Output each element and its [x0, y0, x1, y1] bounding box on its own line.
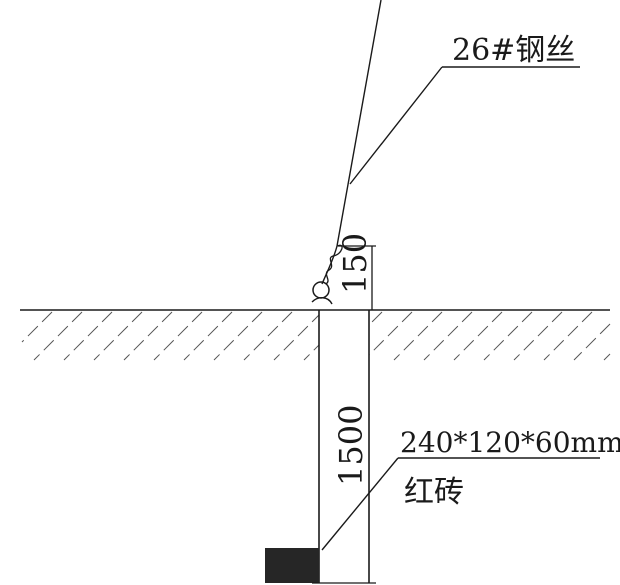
- hatch-stroke: [543, 311, 593, 361]
- hatch-stroke: [393, 311, 443, 361]
- red-brick: [265, 548, 319, 583]
- brick-name-label: 红砖: [404, 475, 464, 510]
- ring-base: [311, 297, 333, 305]
- dim-150-label: 150: [336, 233, 374, 294]
- hatch-stroke: [123, 311, 173, 361]
- shaft-clear-area: [319, 311, 369, 583]
- hatch-stroke: [243, 311, 293, 361]
- dim-1500-label: 1500: [332, 405, 370, 486]
- hatch-stroke: [63, 311, 113, 361]
- soil-hatching: [21, 311, 611, 361]
- hatch-stroke: [183, 311, 233, 361]
- anchor-ring: [312, 281, 330, 299]
- hatch-stroke: [483, 311, 533, 361]
- hatch-stroke: [573, 323, 611, 361]
- hatch-stroke: [363, 311, 413, 361]
- hatch-stroke: [213, 311, 263, 361]
- hatch-stroke: [21, 311, 53, 343]
- hatch-stroke: [273, 311, 323, 361]
- hatch-stroke: [513, 311, 563, 361]
- wire-leader-line: [349, 66, 443, 185]
- wire-label: 26#钢丝: [452, 33, 575, 68]
- wire-twist: [325, 244, 343, 285]
- brick-leader-line: [321, 457, 399, 551]
- hatch-stroke: [603, 353, 611, 361]
- hatch-stroke: [33, 311, 83, 361]
- hatch-stroke: [423, 311, 473, 361]
- hatch-stroke: [453, 311, 503, 361]
- hatch-stroke: [93, 311, 143, 361]
- brick-size-label: 240*120*60mm: [400, 426, 620, 459]
- hatch-stroke: [153, 311, 203, 361]
